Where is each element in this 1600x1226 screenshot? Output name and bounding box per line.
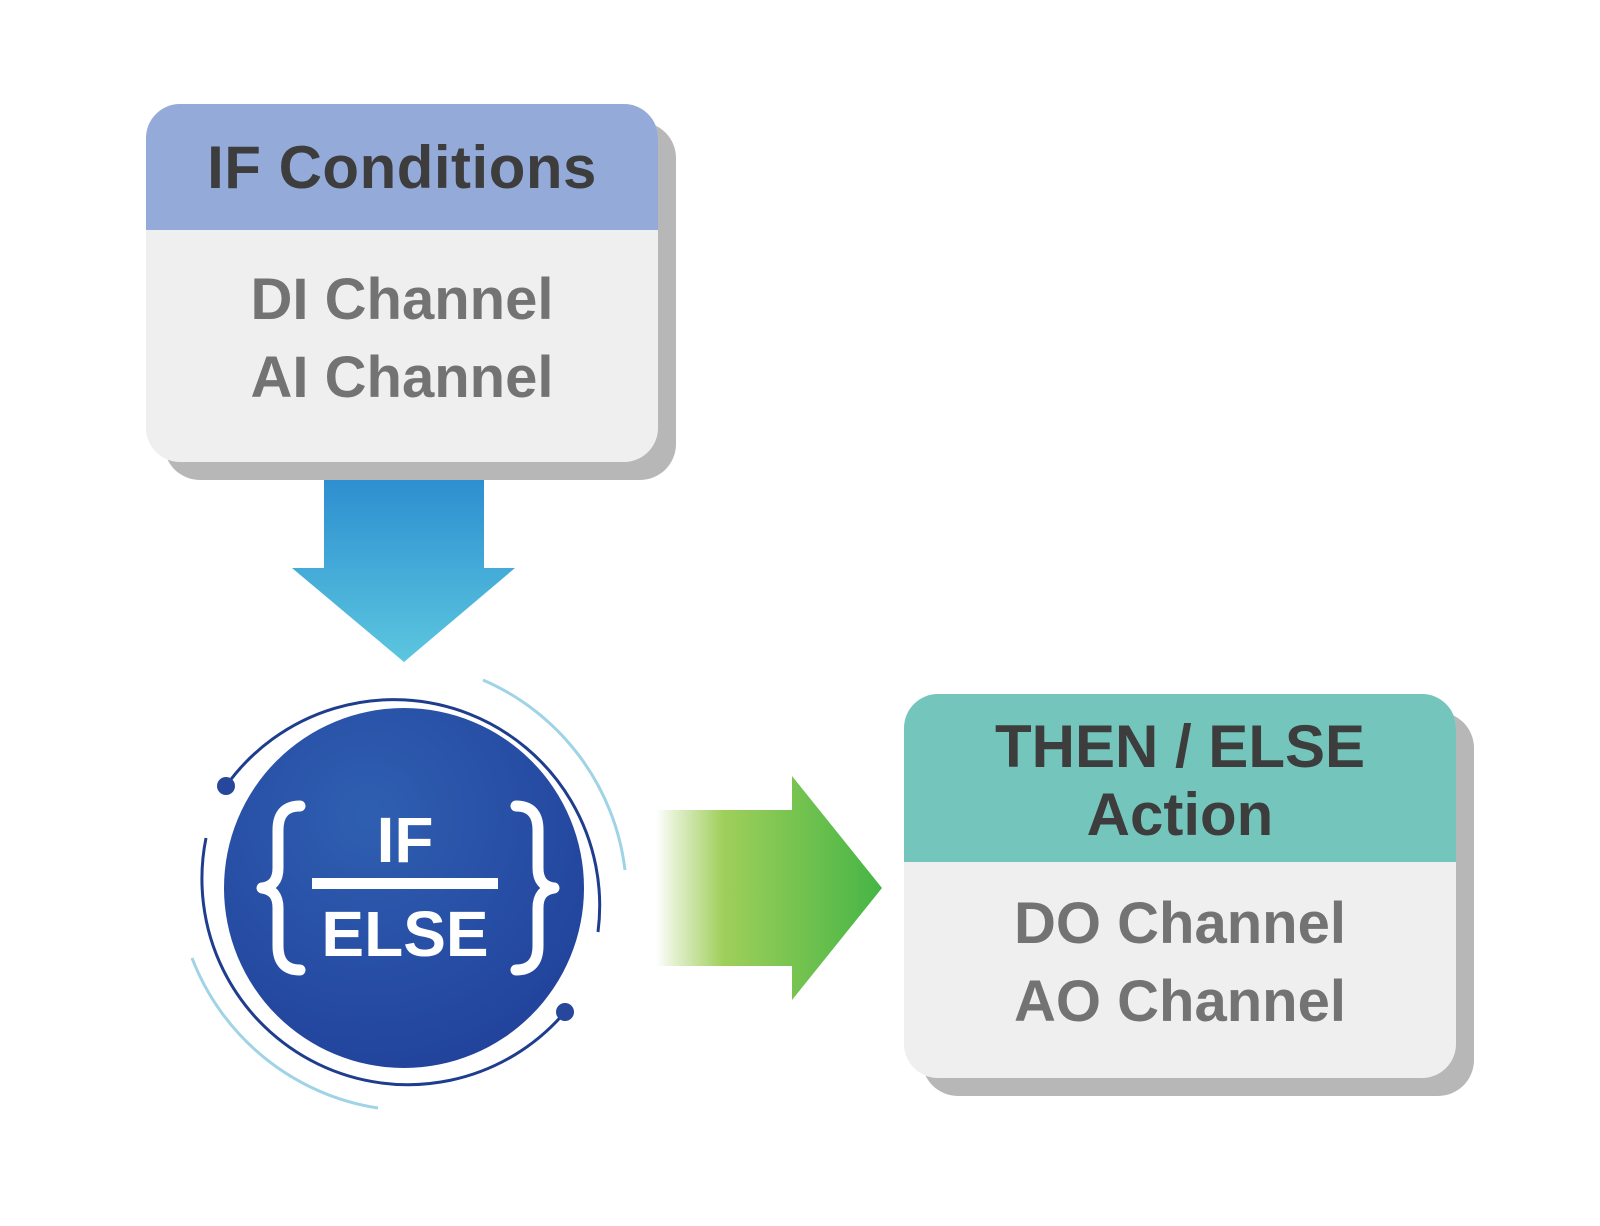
outer-ring-arc-bottom [190, 957, 379, 1110]
ring-arc-left [200, 837, 567, 1087]
down-arrow-icon [292, 480, 515, 662]
ring-dot-top-left [217, 777, 235, 795]
ring-dot-bottom-right [556, 1003, 574, 1021]
ring-arc-upper [224, 698, 602, 933]
right-arrow-icon [656, 776, 882, 1000]
if-else-divider [312, 878, 498, 889]
if-conditions-header: IF Conditions [146, 104, 658, 230]
if-conditions-card: IF Conditions DI Channel AI Channel [146, 104, 658, 462]
then-else-title-line2: Action [1086, 781, 1274, 848]
if-item-ai-channel: AI Channel [250, 345, 554, 410]
then-item-do-channel: DO Channel [1014, 891, 1346, 956]
if-conditions-body: DI Channel AI Channel [146, 230, 658, 462]
then-item-ao-channel: AO Channel [1014, 969, 1346, 1034]
outer-ring-arc-top [482, 678, 627, 871]
left-curly-brace-icon [256, 800, 306, 976]
right-curly-brace-icon [510, 800, 560, 976]
then-else-body: DO Channel AO Channel [904, 862, 1456, 1078]
then-else-title-line1: THEN / ELSE [994, 713, 1366, 780]
badge-if-label: IF [376, 804, 434, 876]
if-item-di-channel: DI Channel [250, 267, 554, 332]
badge-else-label: ELSE [321, 898, 489, 970]
if-conditions-title: IF Conditions [207, 133, 597, 201]
then-else-header: THEN / ELSE Action [904, 694, 1456, 862]
then-else-card: THEN / ELSE Action DO Channel AO Channel [904, 694, 1456, 1078]
